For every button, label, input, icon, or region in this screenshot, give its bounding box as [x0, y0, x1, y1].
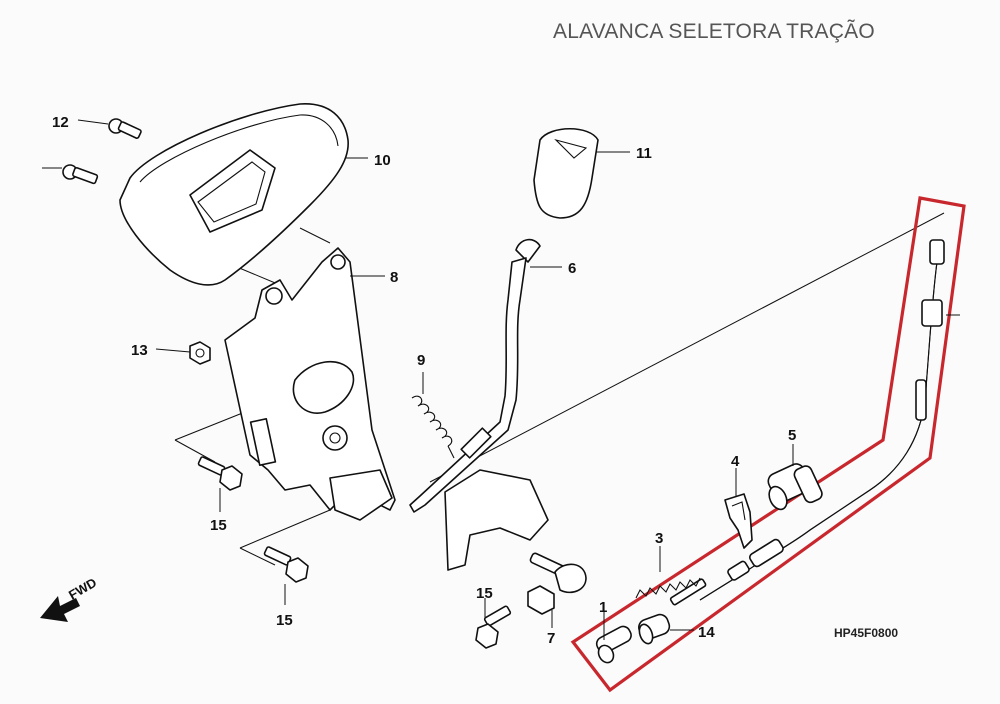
callout-1: 1: [599, 599, 607, 616]
diagram-title: ALAVANCA SELETORA TRAÇÃO: [553, 20, 875, 43]
bracket-part-8: [224, 247, 396, 521]
fwd-arrow-icon: FWD: [40, 575, 99, 622]
grommet-part-5: [767, 463, 823, 511]
boot-cover-part-10: [119, 103, 349, 286]
callout-13: 13: [131, 342, 148, 359]
callout-11: 11: [636, 145, 652, 162]
callout-9: 9: [417, 352, 425, 369]
callout-7: 7: [547, 630, 555, 647]
bolt-part-15-a: [197, 456, 243, 491]
callout-8: 8: [390, 269, 398, 286]
spring-part-3: [635, 577, 701, 599]
leader-lines: [42, 119, 960, 640]
diagram-code: HP45F0800: [834, 626, 899, 640]
clip-part-4: [724, 493, 753, 549]
joint-part-14: [638, 613, 671, 645]
callout-3: 3: [655, 530, 663, 547]
bolt-part-15-b: [263, 546, 309, 583]
pin-part-1: [595, 625, 632, 664]
callout-15-c: 15: [476, 585, 493, 602]
bolt-part-12-b: [62, 164, 99, 185]
rod-end-part-7: [527, 552, 587, 615]
fwd-label: FWD: [66, 575, 99, 603]
spring-part-9: [411, 395, 455, 459]
nut-part-13: [189, 341, 211, 365]
callout-4: 4: [731, 453, 740, 470]
callout-15-a: 15: [210, 517, 227, 534]
callout-6: 6: [568, 260, 576, 277]
bolt-part-12-a: [108, 118, 142, 139]
cable-assembly-highlight: [570, 196, 966, 693]
bolt-part-15-c: [475, 605, 512, 649]
callout-15-b: 15: [276, 612, 293, 629]
callout-14: 14: [698, 624, 715, 641]
knob-part-11: [533, 128, 599, 219]
callout-12: 12: [52, 114, 69, 131]
cable-assembly: [669, 239, 945, 606]
callout-5: 5: [788, 427, 796, 444]
lever-rod-part-6: [409, 238, 549, 571]
callout-numbers: 12 10 8 13 9 11 6 15 15 15 7 1 3 4 5 14: [52, 114, 796, 647]
callout-10: 10: [374, 152, 391, 169]
